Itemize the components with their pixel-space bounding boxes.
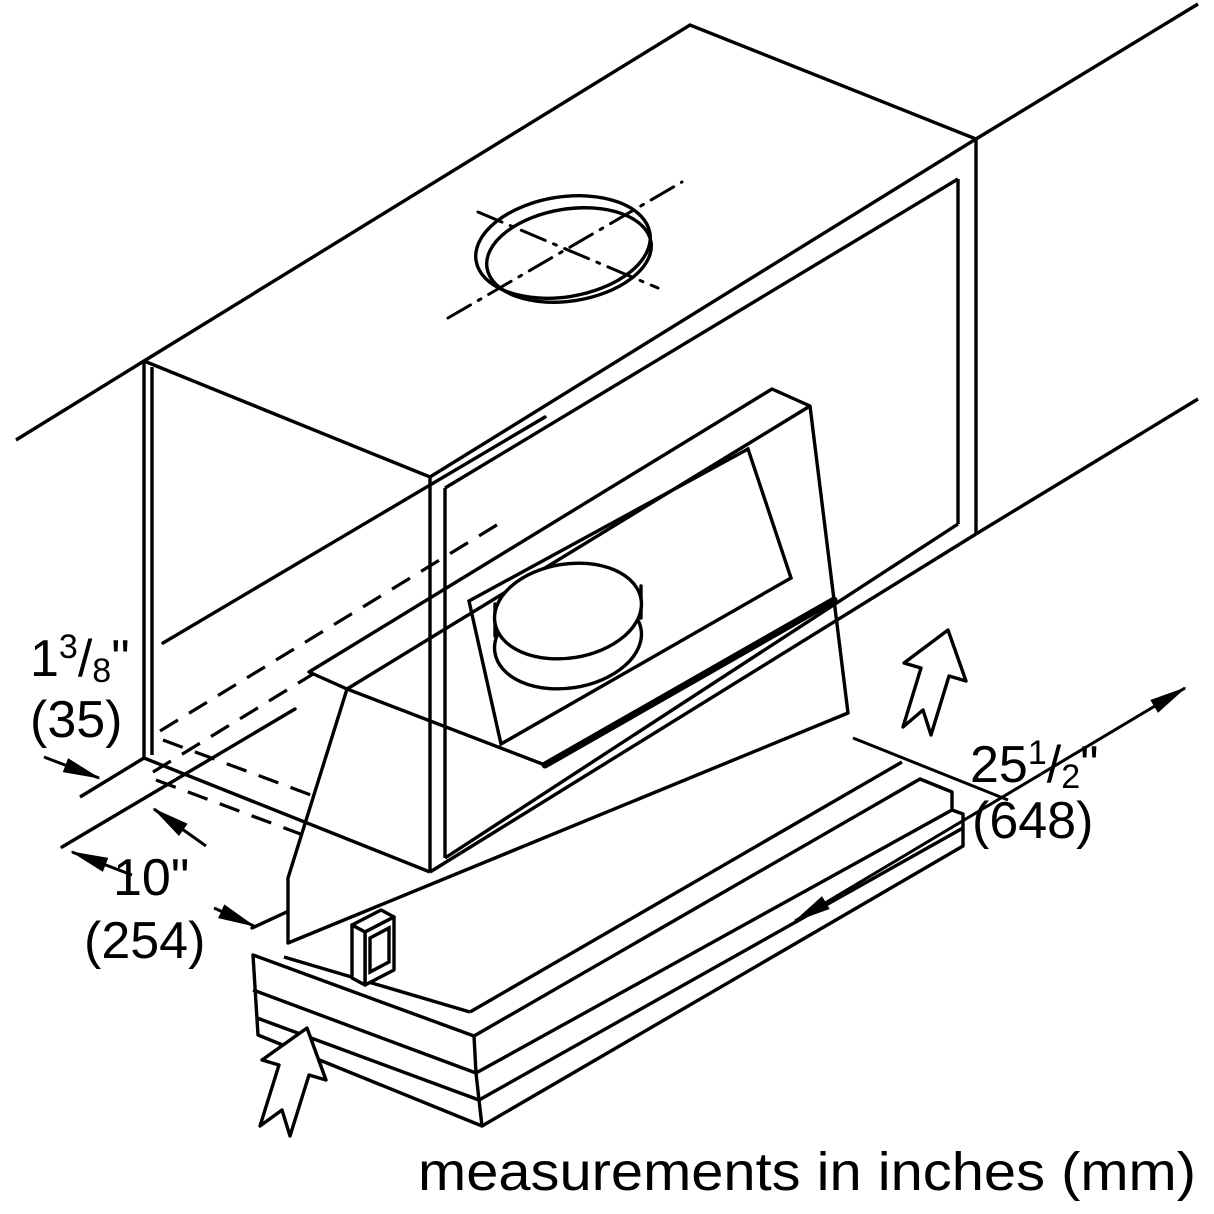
dimension-35: 13/8" (35) — [30, 628, 207, 848]
insert-front-shoulder-edge — [541, 596, 838, 769]
insert-top-back-edge — [346, 404, 811, 691]
dim-35-inches-label: 13/8" — [30, 628, 130, 690]
duct-cutout — [446, 180, 684, 320]
duct-cutout-lip — [485, 206, 653, 304]
dim-254-arrow-lower — [213, 904, 256, 928]
insert-bottom-frame — [251, 760, 965, 1128]
hood-insert — [251, 387, 965, 1128]
dim-648-arrow — [793, 686, 1187, 923]
dim-254-inches-label: 10" — [113, 849, 189, 907]
cabinet-top-face — [140, 23, 980, 479]
dimension-648: 251/2" (648) — [793, 686, 1187, 923]
dim-648-inches-label: 251/2" — [970, 734, 1099, 796]
dim-35-mm-label: (35) — [30, 691, 122, 749]
switch-button — [368, 925, 391, 975]
switch-side — [350, 923, 367, 987]
run-extension-bottom-left — [79, 756, 145, 799]
dimension-254: 10" (254) — [70, 849, 256, 970]
insertion-direction-arrow-right-icon — [901, 628, 968, 737]
centerline-b — [476, 210, 660, 290]
run-extension-top-right — [975, 2, 1199, 141]
insertion-direction-arrow-left-icon — [258, 1026, 328, 1138]
run-extension-bottom-right — [975, 397, 1199, 536]
frame-front-step-1 — [475, 808, 953, 1075]
insert-top-inner-border — [467, 446, 794, 747]
frame-front-corner-edge — [472, 1035, 484, 1127]
wall-cabinet — [15, 2, 1199, 874]
control-switch — [350, 908, 396, 987]
frame-top-inner-border-left — [283, 955, 471, 1014]
frame-left-step-2 — [256, 1016, 480, 1102]
caption: measurements in inches (mm) — [418, 1142, 1196, 1202]
opening-top-edge — [444, 177, 959, 490]
cabinet-bottom-left-edge — [143, 756, 431, 874]
dim-254-arrow-upper — [70, 850, 133, 877]
cabinet-bottom-front-edge — [429, 532, 977, 874]
opening-bottom-edge — [444, 522, 959, 860]
frame-left-step-1 — [252, 988, 477, 1075]
run-extension-top-left — [15, 359, 145, 442]
dim-35-arrow-lower — [152, 807, 207, 848]
duct-collar — [492, 561, 644, 691]
cabinet-inner-back-top-edge — [161, 415, 547, 645]
centerline-a — [446, 180, 684, 320]
dim-35-arrow-upper — [43, 755, 101, 780]
flange-reference-line — [60, 707, 297, 849]
duct-collar-rim — [492, 561, 644, 661]
dim-254-mm-label: (254) — [84, 912, 205, 970]
dim-648-mm-label: (648) — [972, 792, 1093, 850]
